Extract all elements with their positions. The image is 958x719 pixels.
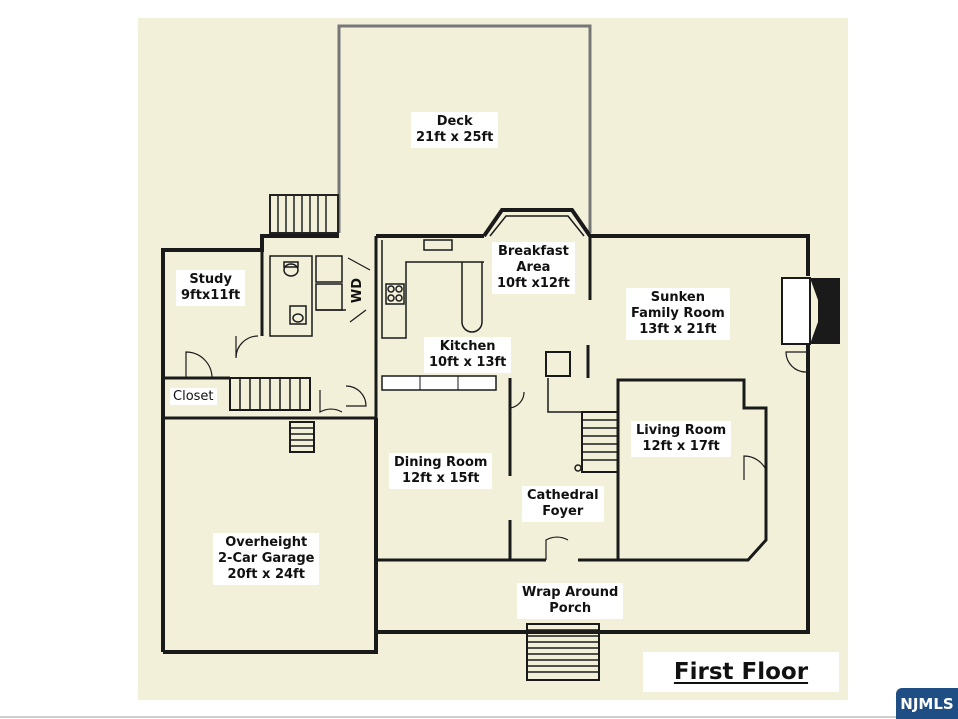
bath-fixtures	[269, 255, 346, 337]
kitchen-peninsula	[381, 375, 497, 391]
closet-label: Closet	[170, 388, 217, 405]
fireplace	[781, 277, 840, 345]
garage-stairs	[289, 421, 315, 453]
interior-walls	[163, 236, 768, 562]
deck-outline	[337, 24, 592, 233]
njmls-logo: NJMLS	[896, 688, 958, 719]
foyer-stairs	[545, 351, 619, 473]
doors	[185, 257, 807, 560]
basement-stairs	[229, 377, 311, 411]
floor-title-text: First Floor	[673, 659, 809, 685]
porch-stairs	[526, 623, 600, 681]
kitchen-counters	[381, 239, 484, 339]
floor-title: First Floor	[643, 652, 839, 692]
bay-window	[489, 215, 585, 237]
washer-dryer-label: WD	[350, 277, 366, 304]
deck-stairs	[269, 194, 339, 234]
